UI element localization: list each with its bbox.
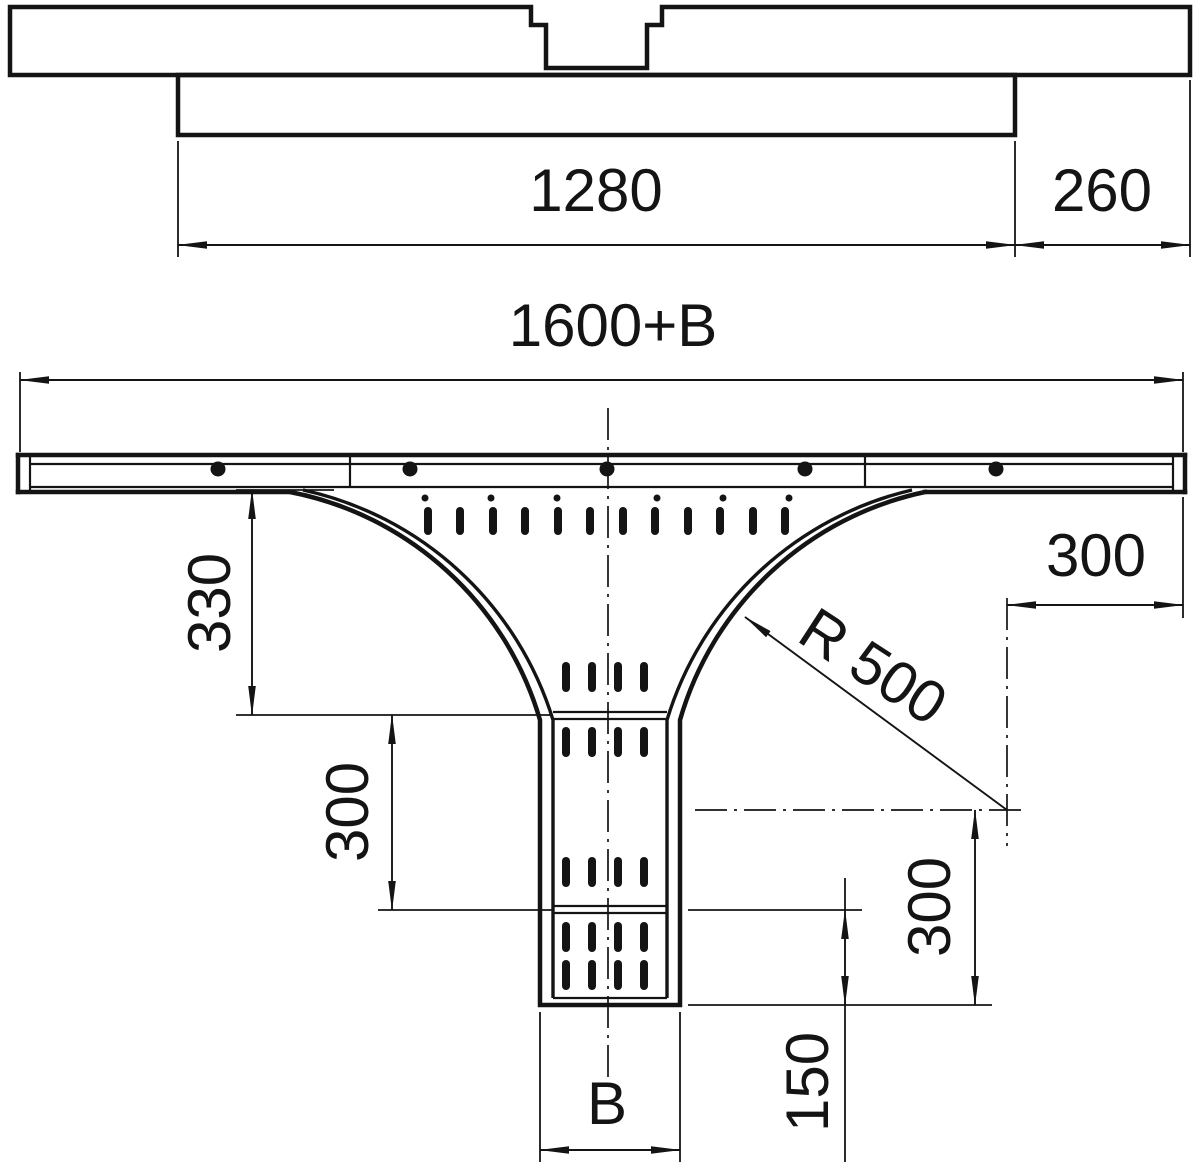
radius-label-r500: R 500 xyxy=(788,595,959,738)
dim-label-overall: 1600+B xyxy=(509,292,718,359)
rung-perforations xyxy=(424,507,789,535)
main-run-side-outline xyxy=(7,4,1193,78)
branch-inner-wall-left xyxy=(302,488,555,998)
dimension-branch-width: B xyxy=(539,1012,681,1162)
radius-leader-line xyxy=(744,616,1008,811)
front-view xyxy=(15,452,1188,1008)
dim-label-300-right-top: 300 xyxy=(1046,522,1146,589)
branch-outline xyxy=(287,489,928,1008)
dim-label-300-right-bottom: 300 xyxy=(896,857,963,957)
radius-callout-r500: R 500 xyxy=(744,595,1008,811)
centerlines xyxy=(607,408,1022,1078)
dim-label-1280: 1280 xyxy=(529,157,662,224)
dim-label-260: 260 xyxy=(1052,157,1152,224)
dimension-1280: 1280 xyxy=(177,141,1016,257)
dimension-300-right-bottom: 300 xyxy=(688,809,992,1006)
dimension-overall-width: 1600+B xyxy=(19,292,1184,452)
dimension-300-left: 300 xyxy=(314,714,553,911)
dim-label-branch-width: B xyxy=(587,1070,627,1137)
stem-perforations xyxy=(562,662,648,990)
dimension-300-right-top: 300 xyxy=(1006,497,1184,618)
dimension-260: 260 xyxy=(1014,80,1191,257)
dim-label-330: 330 xyxy=(176,553,243,653)
rivet-dots xyxy=(210,461,1004,502)
top-view xyxy=(7,4,1193,138)
dim-label-150: 150 xyxy=(774,1032,841,1132)
dim-label-300-left: 300 xyxy=(314,762,381,862)
coupler-outline xyxy=(175,72,1018,138)
dimension-150: 150 xyxy=(688,878,862,1162)
branch-inner-wall-right xyxy=(665,488,913,998)
